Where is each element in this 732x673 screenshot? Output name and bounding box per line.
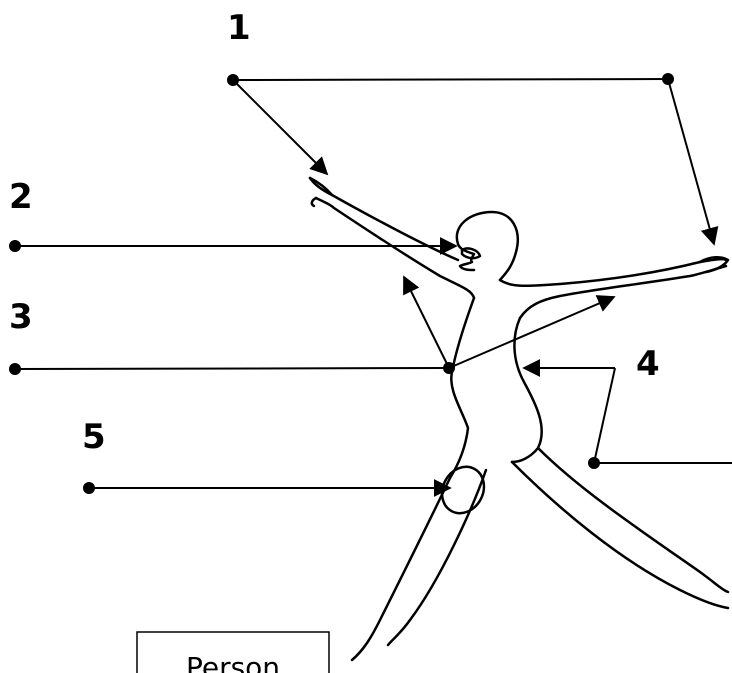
dancer-hip-oval [440, 465, 486, 515]
leader-2 [9, 237, 458, 255]
dancer-right-arm-lower [518, 264, 728, 320]
dancer-lips [460, 247, 482, 260]
dancer-left-hand [308, 176, 334, 208]
leader-4 [522, 359, 732, 469]
label-4: 4 [636, 344, 660, 384]
leader-3-arrow-right [448, 295, 616, 369]
dancer-right-leg [510, 446, 730, 610]
leader-3-connector [14, 367, 450, 370]
dancer-head [455, 210, 519, 282]
label-1: 1 [227, 8, 251, 48]
leader-3 [9, 275, 616, 375]
leader-1-connector [232, 78, 669, 81]
leader-3-arrow-left [403, 275, 450, 369]
caption-frame [136, 631, 330, 673]
label-2: 2 [9, 177, 33, 217]
leader-1-arrow-right [667, 78, 719, 246]
leader-5 [83, 479, 452, 497]
dancer-left-arm-lower [314, 196, 476, 300]
caption-text: Person [186, 651, 280, 673]
dancer-torso-right [510, 316, 543, 464]
dancer-figure [308, 176, 730, 662]
dancer-torso-left [448, 296, 476, 480]
leader-4-rise [593, 367, 616, 464]
caption-box: Person [136, 631, 330, 673]
dancer-right-arm-upper [498, 257, 728, 287]
dancer-face [456, 242, 476, 272]
leader-1-arrow-left [232, 79, 329, 176]
label-5: 5 [82, 417, 106, 457]
dancer-right-hand [698, 256, 730, 274]
dancer-left-leg [350, 468, 488, 662]
label-3: 3 [9, 297, 33, 337]
dancer-left-arm-upper [308, 176, 460, 262]
leader-1 [227, 73, 719, 246]
